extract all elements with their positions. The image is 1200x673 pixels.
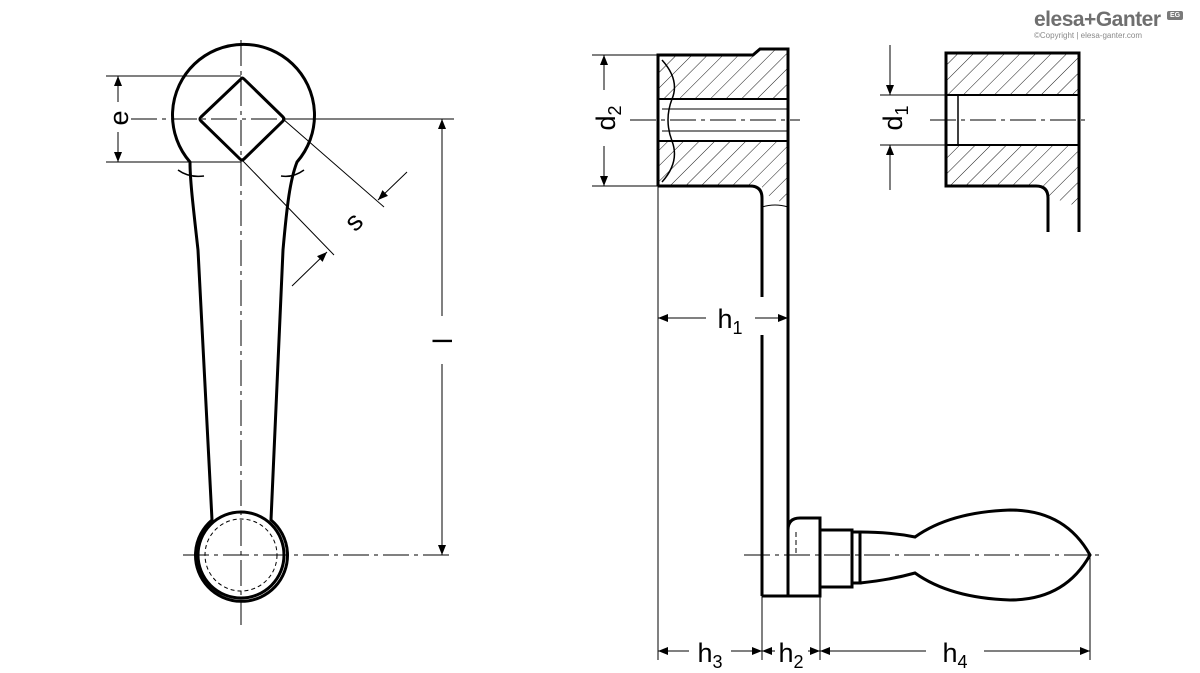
dim-label-e: e — [104, 110, 134, 125]
hub-section-bottom — [658, 141, 788, 207]
dim-label-d2: d2 — [591, 105, 625, 130]
square-bore — [198, 76, 286, 162]
detail-section-top — [946, 53, 1079, 95]
dim-label-h4: h4 — [942, 638, 967, 672]
hub-section-top — [658, 49, 788, 99]
hub-slit-right — [280, 169, 305, 178]
grip-collar — [852, 530, 862, 585]
grip-neck — [820, 528, 854, 589]
side-view — [592, 47, 1100, 660]
dim-label-h1: h1 — [717, 304, 742, 338]
arm-inner-edge — [658, 184, 764, 297]
bore-curve — [661, 59, 676, 183]
brand-logo: elesa+Ganter EG ©Copyright | elesa-gante… — [1034, 8, 1184, 42]
dim-label-l: l — [428, 338, 458, 344]
arm-break — [761, 204, 789, 208]
dim-label-h2: h2 — [778, 638, 803, 672]
s-extension-upper — [282, 118, 385, 208]
detail-section-bottom — [946, 145, 1079, 208]
brand-copyright: ©Copyright | elesa-ganter.com — [1034, 31, 1143, 40]
brand-name: elesa+Ganter — [1034, 8, 1161, 31]
dim-label-d1: d1 — [878, 105, 912, 130]
dim-label-h3: h3 — [697, 638, 722, 672]
hub-slit-left — [177, 169, 205, 178]
s-dim-arrow-upper — [377, 171, 408, 201]
lower-boss — [762, 516, 822, 598]
handle-outline — [171, 42, 316, 603]
s-dim-arrow-lower — [291, 251, 328, 287]
front-view — [106, 40, 454, 625]
brand-badge-icon: EG — [1167, 11, 1183, 20]
s-extension-lower — [241, 159, 335, 256]
detail-view — [880, 45, 1090, 232]
dim-label-s: s — [338, 206, 369, 237]
